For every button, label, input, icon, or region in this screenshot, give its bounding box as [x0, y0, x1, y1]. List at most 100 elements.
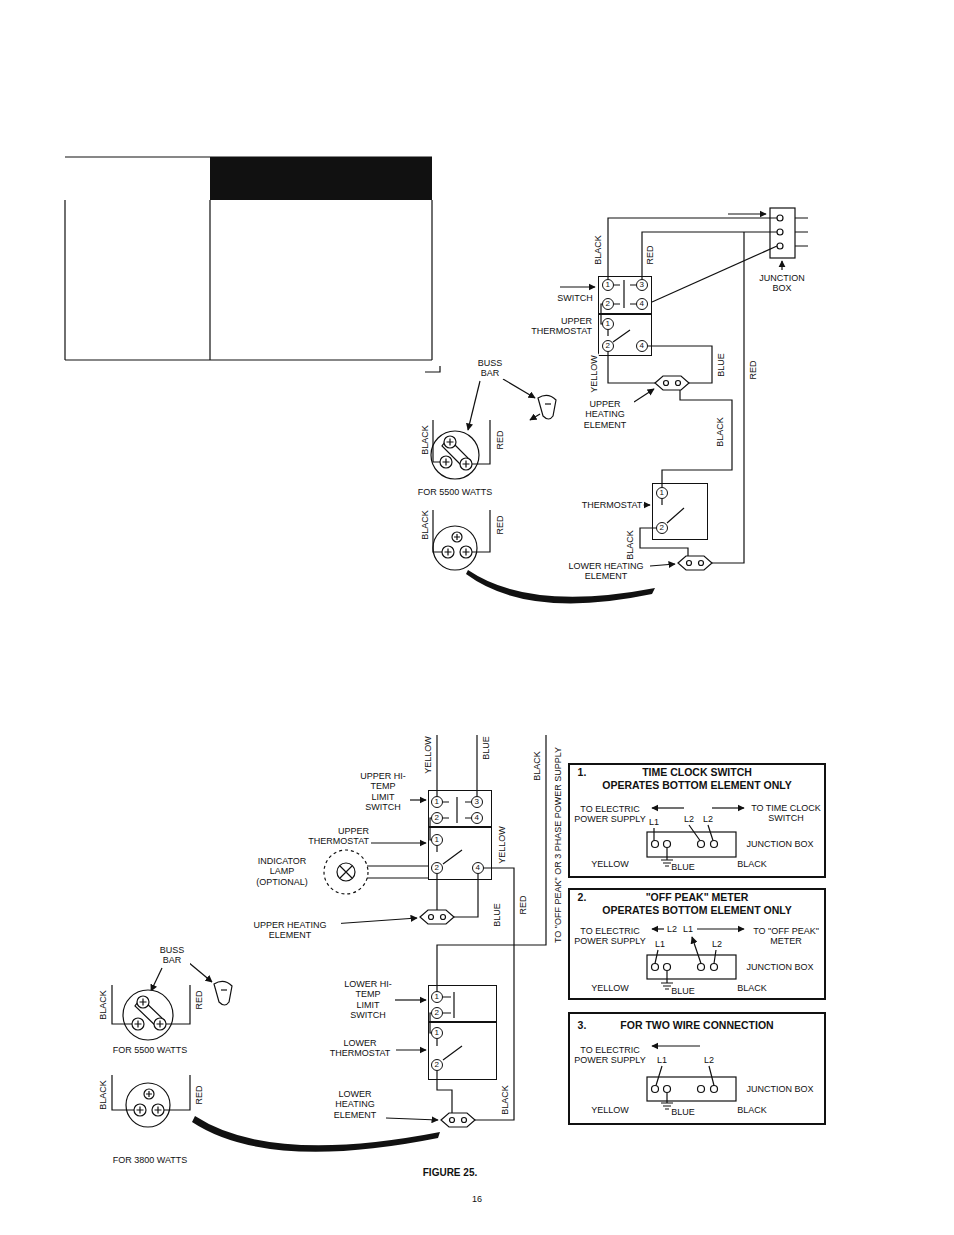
wire-color-label: RED: [518, 894, 528, 915]
bottom-terminal-block: [146, 1091, 152, 1097]
wire-color-label: RED: [645, 244, 655, 265]
top-wiring: [560, 286, 595, 287]
wire-color-label: YELLOW: [423, 735, 433, 775]
top-terminal-block: [443, 459, 450, 466]
panel-junction-wiring: [664, 841, 671, 848]
wiring-note: TO ELECTRIC POWER SUPPLY: [572, 804, 648, 825]
top-terminal-block: [431, 431, 479, 479]
top-wiring: [699, 561, 704, 566]
panel-junction-wiring: [655, 950, 716, 964]
wire-color-label: RED: [495, 429, 505, 450]
wire-color-label: RED: [495, 514, 505, 535]
bottom-terminal-block: [151, 968, 162, 991]
top-terminal-block: [545, 403, 551, 404]
top-wiring: [678, 556, 712, 570]
part-label: UPPER HEATING ELEMENT: [576, 399, 634, 430]
terminal-box: 1324: [428, 790, 492, 827]
bottom-wiring: [332, 918, 417, 924]
bottom-terminal-block: [164, 1075, 190, 1110]
part-label: LOWER THERMOSTAT: [324, 1038, 396, 1059]
top-wiring: [662, 390, 732, 488]
bottom-terminal-block: [134, 1104, 146, 1116]
panel-junction-wiring: [711, 841, 718, 848]
bottom-terminal-block: [144, 1089, 154, 1099]
bottom-wiring: [436, 735, 437, 797]
wire-color-label: BLUE: [492, 902, 502, 928]
wiring-note: L2: [684, 814, 694, 824]
top-terminal-block: [454, 534, 460, 540]
bottom-wiring: [476, 735, 477, 797]
panel-junction-wiring: [692, 937, 701, 964]
wiring-note: YELLOW: [591, 859, 629, 869]
bottom-terminal-block: [137, 996, 149, 1008]
panel-junction-wiring: [656, 1066, 714, 1086]
terminal-number: 2: [431, 862, 443, 874]
part-label: JUNCTION BOX: [755, 273, 809, 294]
bottom-wiring: [475, 868, 514, 1120]
bottom-terminal-block: [157, 1021, 164, 1028]
bottom-terminal-block: [221, 989, 227, 990]
terminal-box: 12: [428, 985, 497, 1022]
wire-color-label: BLACK: [593, 234, 603, 266]
top-terminal-block: [463, 549, 470, 556]
part-label: THERMOSTAT: [581, 500, 644, 510]
bottom-terminal-block: [126, 1083, 170, 1127]
bottom-wiring: [437, 1039, 462, 1061]
terminal-number: 1: [602, 318, 614, 330]
bottom-terminal-block: [152, 1104, 164, 1116]
wiring-note: JUNCTION BOX: [746, 962, 813, 972]
panel-heading: TIME CLOCK SWITCH: [642, 766, 752, 778]
panel-junction-wiring: [711, 1086, 718, 1093]
top-wiring: [676, 381, 681, 386]
top-wiring: [777, 243, 783, 249]
panel-junction-wiring: [661, 971, 673, 989]
wiring-note: BLUE: [671, 986, 695, 996]
wiring-note: L1: [657, 1055, 667, 1065]
top-wiring: [728, 213, 766, 214]
wiring-note: L2: [667, 924, 677, 934]
top-wiring: [770, 208, 795, 258]
bottom-terminal-block: [112, 985, 132, 1024]
terminal-number: 2: [602, 298, 614, 310]
wire-color-label: BLACK: [420, 424, 430, 456]
panel-heading: 1.: [578, 766, 587, 778]
top-terminal-block: [472, 510, 490, 552]
top-terminal-block: [433, 510, 442, 552]
panel-heading: 2.: [578, 891, 587, 903]
wire-color-label: YELLOW: [589, 354, 599, 394]
bottom-terminal-block: [112, 1075, 134, 1110]
bottom-wiring: [337, 863, 355, 881]
part-label: UPPER THERMOSTAT: [298, 826, 370, 847]
wiring-note: BLACK: [737, 1105, 767, 1115]
top-terminal-block: [530, 414, 540, 420]
part-label: FOR 5500 WATTS: [112, 1045, 189, 1055]
top-terminal-block: [444, 436, 456, 448]
bottom-terminal-block: [112, 962, 232, 1127]
terminal-box: 12: [428, 1022, 497, 1080]
bottom-wiring: [462, 1118, 467, 1123]
part-label: UPPER HI-TEMP LIMIT SWITCH: [357, 771, 409, 812]
bottom-terminal-block: [214, 981, 232, 1005]
wire-color-label: BLACK: [98, 1079, 108, 1111]
panel-junction-wiring: [698, 1086, 705, 1093]
top-terminal-block: [433, 420, 440, 462]
bottom-wiring: [367, 866, 428, 878]
top-terminal-block: [452, 532, 462, 542]
spec-table: [65, 157, 440, 372]
panel-junction-wiring: [697, 928, 744, 929]
wiring-note: L1: [683, 924, 693, 934]
top-terminal-block: [472, 420, 490, 464]
wiring-note: BLACK: [737, 859, 767, 869]
terminal-number: 1: [656, 487, 668, 499]
part-label: FOR 3800 WATTS: [112, 1155, 189, 1165]
wiring-option-panel: 2."OFF PEAK" METEROPERATES BOTTOM ELEMEN…: [568, 888, 826, 1000]
top-terminal-block: [468, 381, 480, 430]
top-wiring: [560, 208, 808, 570]
panel-junction-wiring: [711, 964, 718, 971]
panel-heading: 3.: [578, 1019, 587, 1031]
wire-color-label: BLACK: [715, 416, 725, 448]
terminal-number: 1: [431, 991, 443, 1003]
part-label: SWITCH: [556, 293, 594, 303]
bottom-terminal-block: [154, 1018, 166, 1030]
